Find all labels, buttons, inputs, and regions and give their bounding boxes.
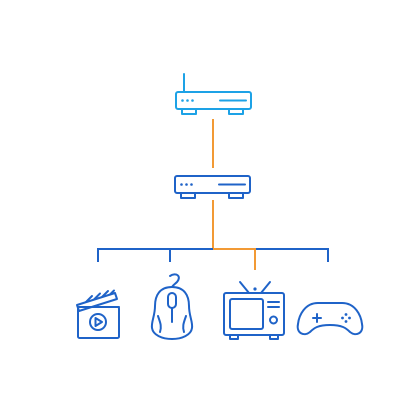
connector-lines bbox=[97, 119, 329, 270]
wifi-router-icon bbox=[175, 73, 252, 115]
computer-mouse-icon bbox=[150, 273, 194, 340]
video-clapperboard-icon bbox=[76, 289, 120, 339]
gamepad-icon bbox=[296, 302, 364, 336]
television-icon bbox=[223, 281, 285, 340]
modem-icon bbox=[174, 175, 251, 199]
